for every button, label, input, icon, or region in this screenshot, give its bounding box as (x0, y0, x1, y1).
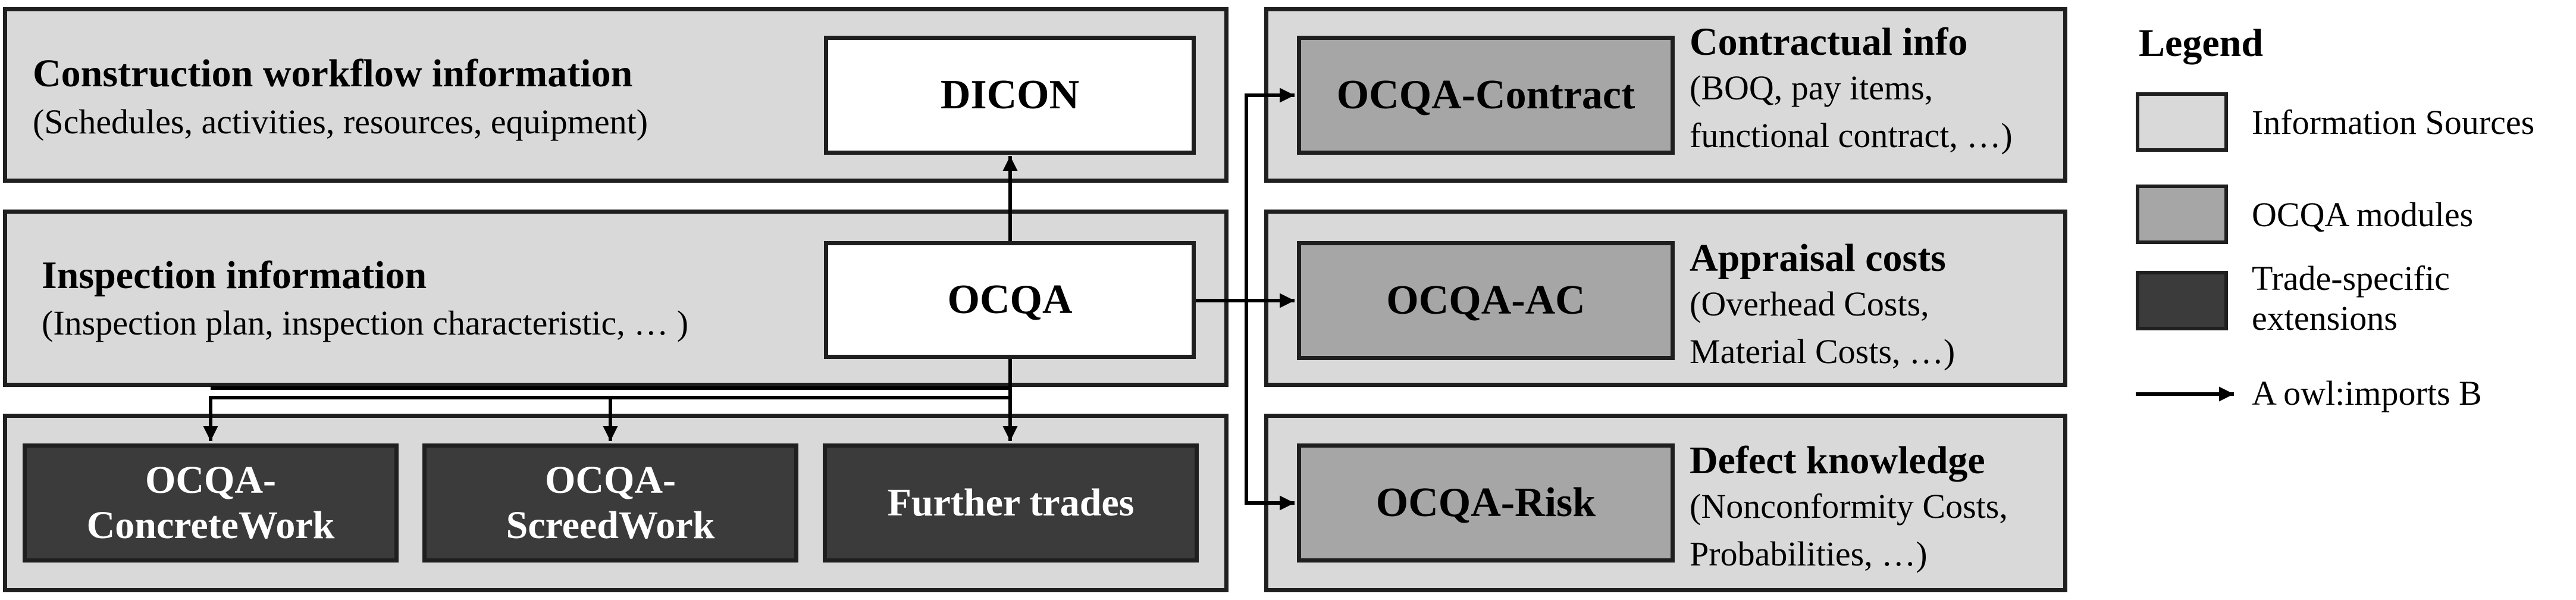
trade-concrete-line2: ConcreteWork (86, 504, 335, 547)
trade-screed-line2: ScreedWork (506, 504, 715, 547)
workflow-subtitle: (Schedules, activities, resources, equip… (33, 102, 648, 141)
legend-label-trades-line2: extensions (2252, 298, 2398, 338)
legend-label-trades: Trade-specific extensions (2252, 259, 2450, 338)
trunk-right (1196, 88, 1295, 302)
legend-title: Legend (2139, 21, 2264, 65)
contract-title: Contractual info (1690, 20, 1968, 64)
legend-swatch-trades (2136, 271, 2228, 330)
contract-line1: (BOQ, pay items, (1690, 68, 1933, 107)
trade-box-concrete: OCQA- ConcreteWork (23, 443, 399, 562)
appraisal-line2: Material Costs, …) (1690, 332, 1955, 371)
trade-screed-line1: OCQA- (545, 458, 676, 502)
inspection-subtitle: (Inspection plan, inspection characteris… (42, 304, 689, 342)
defect-line1: (Nonconformity Costs, (1690, 487, 2008, 526)
ocqa-module: OCQA (824, 241, 1196, 359)
arrow-to-risk (1245, 301, 1295, 511)
workflow-title: Construction workflow information (33, 52, 633, 95)
appraisal-title: Appraisal costs (1690, 236, 1946, 280)
trade-box-screed: OCQA- ScreedWork (422, 443, 798, 562)
trade-further-label: Further trades (887, 481, 1135, 525)
legend-swatch-sources (2136, 92, 2228, 152)
legend-arrow-label: A owl:imports B (2252, 374, 2482, 412)
trade-box-further: Further trades (823, 443, 1199, 562)
defect-line2: Probabilities, …) (1690, 535, 1928, 573)
dicon-module: DICON (824, 36, 1196, 155)
contract-line2: functional contract, …) (1690, 116, 2013, 155)
legend-swatch-modules (2136, 185, 2228, 244)
ocqa-contract-module: OCQA-Contract (1297, 36, 1675, 155)
legend-label-modules: OCQA modules (2252, 195, 2474, 234)
arrow-to-screed (603, 396, 1010, 441)
inspection-title: Inspection information (42, 254, 427, 297)
appraisal-line1: (Overhead Costs, (1690, 285, 1929, 323)
legend-label-sources: Information Sources (2252, 103, 2535, 142)
legend-label-trades-line1: Trade-specific (2252, 259, 2450, 298)
ocqa-ac-module: OCQA-AC (1297, 241, 1675, 360)
ocqa-risk-module: OCQA-Risk (1297, 443, 1675, 562)
trade-concrete-line1: OCQA- (145, 458, 276, 502)
defect-title: Defect knowledge (1690, 439, 1985, 482)
